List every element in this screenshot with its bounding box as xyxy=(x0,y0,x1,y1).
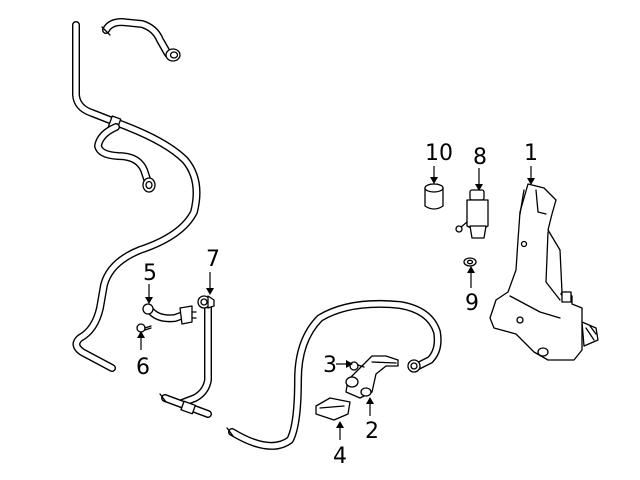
part-2-nozzle xyxy=(345,355,399,399)
callout-1: 1 xyxy=(524,141,538,166)
leader-lines xyxy=(137,166,535,440)
callout-9: 9 xyxy=(465,291,479,316)
callout-7: 7 xyxy=(206,247,220,272)
part-1-reservoir xyxy=(489,183,599,361)
washer-hose-left xyxy=(72,21,201,372)
callout-8: 8 xyxy=(473,145,487,170)
callout-5: 5 xyxy=(143,261,157,286)
callout-6: 6 xyxy=(136,355,150,380)
part-4-cover xyxy=(315,397,351,421)
part-9-grommet xyxy=(463,257,477,267)
washer-hose-top xyxy=(101,18,181,62)
part-6-screw xyxy=(136,323,152,333)
part-8-pump xyxy=(455,189,489,239)
callout-10: 10 xyxy=(425,141,453,166)
part-5-connector xyxy=(142,303,197,325)
washer-hose-bottom xyxy=(159,299,442,450)
part-10-cap xyxy=(424,183,444,210)
callout-3: 3 xyxy=(323,353,337,378)
callout-2: 2 xyxy=(365,419,379,444)
part-7-hose-connector xyxy=(178,295,215,407)
callout-4: 4 xyxy=(333,444,347,469)
